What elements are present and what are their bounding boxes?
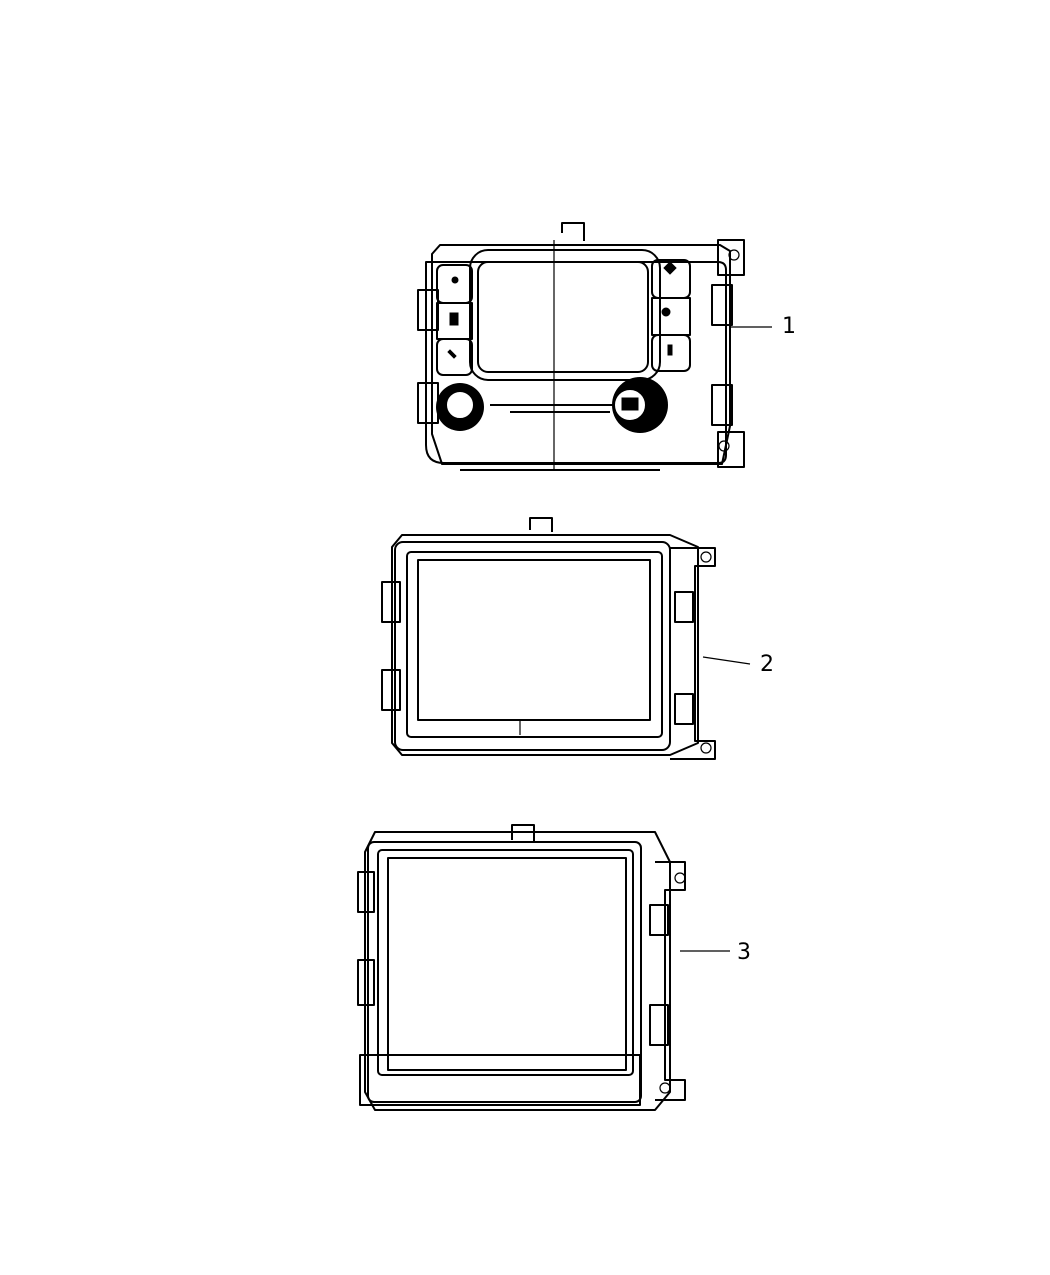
callout-3: 3 — [737, 940, 751, 965]
callout-2: 2 — [760, 652, 774, 677]
leader-line-2 — [702, 656, 751, 665]
part-1-radio-unit — [417, 222, 745, 471]
part-3-display-unit — [357, 824, 686, 1111]
part-2-display-unit — [381, 517, 716, 760]
callout-1: 1 — [782, 314, 796, 339]
